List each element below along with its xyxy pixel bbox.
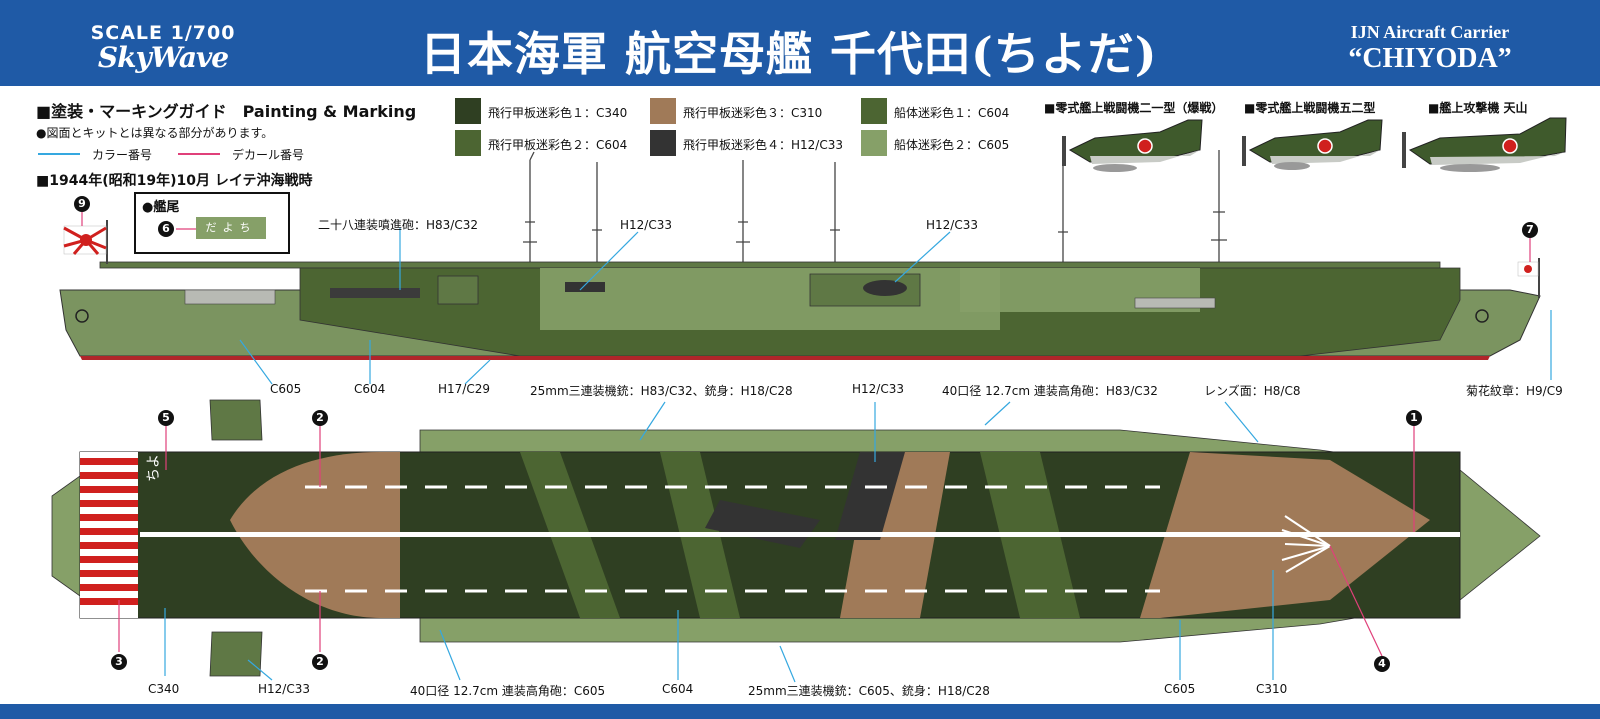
- swatch-deck-3: [650, 98, 676, 124]
- plane-zero52-icon: [1242, 119, 1383, 170]
- side-view-ship: [59, 150, 1541, 360]
- callout-top-aa-gun: 40口径 12.7cm 連装高角砲：C605: [410, 684, 606, 698]
- decal-number-4: 4: [1374, 656, 1390, 672]
- plane-label-zero21: ■零式艦上戦闘機二一型（爆戦）: [1044, 101, 1224, 115]
- decal-line-sample: [178, 153, 220, 155]
- color-leader-lines: [164, 228, 1552, 683]
- decal-number-6: 6: [158, 221, 174, 237]
- swatch-label-hull-2: 船体迷彩色２：C605: [894, 138, 1010, 152]
- swatch-label-deck-1: 飛行甲板迷彩色１：C340: [488, 106, 628, 120]
- plane-tenzan-icon: [1402, 117, 1567, 172]
- decal-number-9: 9: [74, 196, 90, 212]
- color-line-sample: [38, 153, 80, 155]
- title-japanese: 日本海軍 航空母艦 千代田(ちよだ): [420, 27, 1158, 81]
- title-english-line2: “CHIYODA”: [1348, 43, 1512, 74]
- callout-top-c310: C310: [1256, 682, 1288, 696]
- legend-decal-label: デカール番号: [232, 148, 305, 162]
- callout-top-c604: C604: [662, 682, 694, 696]
- callout-side-25mm: 25mm三連装機銃：H83/C32、銃身：H18/C28: [530, 384, 793, 398]
- stern-decal-text: だよち: [196, 217, 266, 239]
- swatch-label-deck-4: 飛行甲板迷彩色４：H12/C33: [683, 138, 843, 152]
- callout-side-h17: H17/C29: [438, 382, 490, 396]
- swatch-deck-4: [650, 130, 676, 156]
- swatch-label-deck-3: 飛行甲板迷彩色３：C310: [683, 106, 823, 120]
- callout-rocket-launcher: 二十八連装噴進砲：H83/C32: [318, 218, 478, 232]
- guide-title: ■塗装・マーキングガイド Painting & Marking: [36, 102, 417, 121]
- swatch-hull-2: [861, 130, 887, 156]
- brand-block: SCALE 1/700 SkyWave: [78, 22, 248, 72]
- swatch-deck-1: [455, 98, 481, 124]
- plane-label-tenzan: ■艦上攻撃機 天山: [1428, 101, 1528, 115]
- decal-number-3: 3: [111, 654, 127, 670]
- swatch-label-deck-2: 飛行甲板迷彩色２：C604: [488, 138, 628, 152]
- svg-text:ちよ: ちよ: [146, 454, 162, 482]
- scale-label: SCALE 1/700: [90, 22, 236, 44]
- legend-color-label: カラー番号: [92, 148, 153, 162]
- swatch-hull-1: [861, 98, 887, 124]
- callout-top-25mm: 25mm三連装機銃：C605、銃身：H18/C28: [748, 684, 990, 698]
- swatch-label-hull-1: 船体迷彩色１：C604: [894, 106, 1010, 120]
- callout-side-lens: レンズ面：H8/C8: [1204, 384, 1301, 398]
- period-label: ■1944年(昭和19年)10月 レイテ沖海戦時: [36, 173, 313, 189]
- callout-side-h12-3: H12/C33: [852, 382, 904, 396]
- callout-side-crest: 菊花紋章：H9/C9: [1466, 384, 1563, 398]
- footer-bar: [0, 704, 1600, 719]
- callout-side-c605: C605: [270, 382, 302, 396]
- skywave-logo: SkyWave: [97, 41, 229, 74]
- stern-decal-box: [134, 192, 290, 254]
- top-view-ship: ちよ: [51, 399, 1541, 677]
- callout-top-c340: C340: [148, 682, 180, 696]
- decal-leader-lines: [81, 212, 1531, 657]
- decal-number-5: 5: [158, 410, 174, 426]
- callout-side-h12-1: H12/C33: [620, 218, 672, 232]
- header-banner: SCALE 1/700 SkyWave 日本海軍 航空母艦 千代田(ちよだ) I…: [0, 0, 1600, 86]
- guide-note: ●図面とキットとは異なる部分があります。: [36, 126, 274, 140]
- decal-number-7: 7: [1522, 222, 1538, 238]
- callout-top-c605: C605: [1164, 682, 1196, 696]
- decal-number-1: 1: [1406, 410, 1422, 426]
- callout-side-c604: C604: [354, 382, 386, 396]
- decal-number-2-bottom: 2: [312, 654, 328, 670]
- decal-number-2-top: 2: [312, 410, 328, 426]
- callout-side-aa-gun: 40口径 12.7cm 連装高角砲：H83/C32: [942, 384, 1158, 398]
- swatch-deck-2: [455, 130, 481, 156]
- plane-label-zero52: ■零式艦上戦闘機五二型: [1244, 101, 1376, 115]
- title-english-line1: IJN Aircraft Carrier: [1350, 22, 1510, 42]
- title-english: IJN Aircraft Carrier “CHIYODA”: [1300, 22, 1560, 75]
- callout-side-h12-2: H12/C33: [926, 218, 978, 232]
- callout-top-h12: H12/C33: [258, 682, 310, 696]
- stern-title: ●艦尾: [142, 200, 180, 215]
- plane-zero21-icon: [1062, 119, 1203, 172]
